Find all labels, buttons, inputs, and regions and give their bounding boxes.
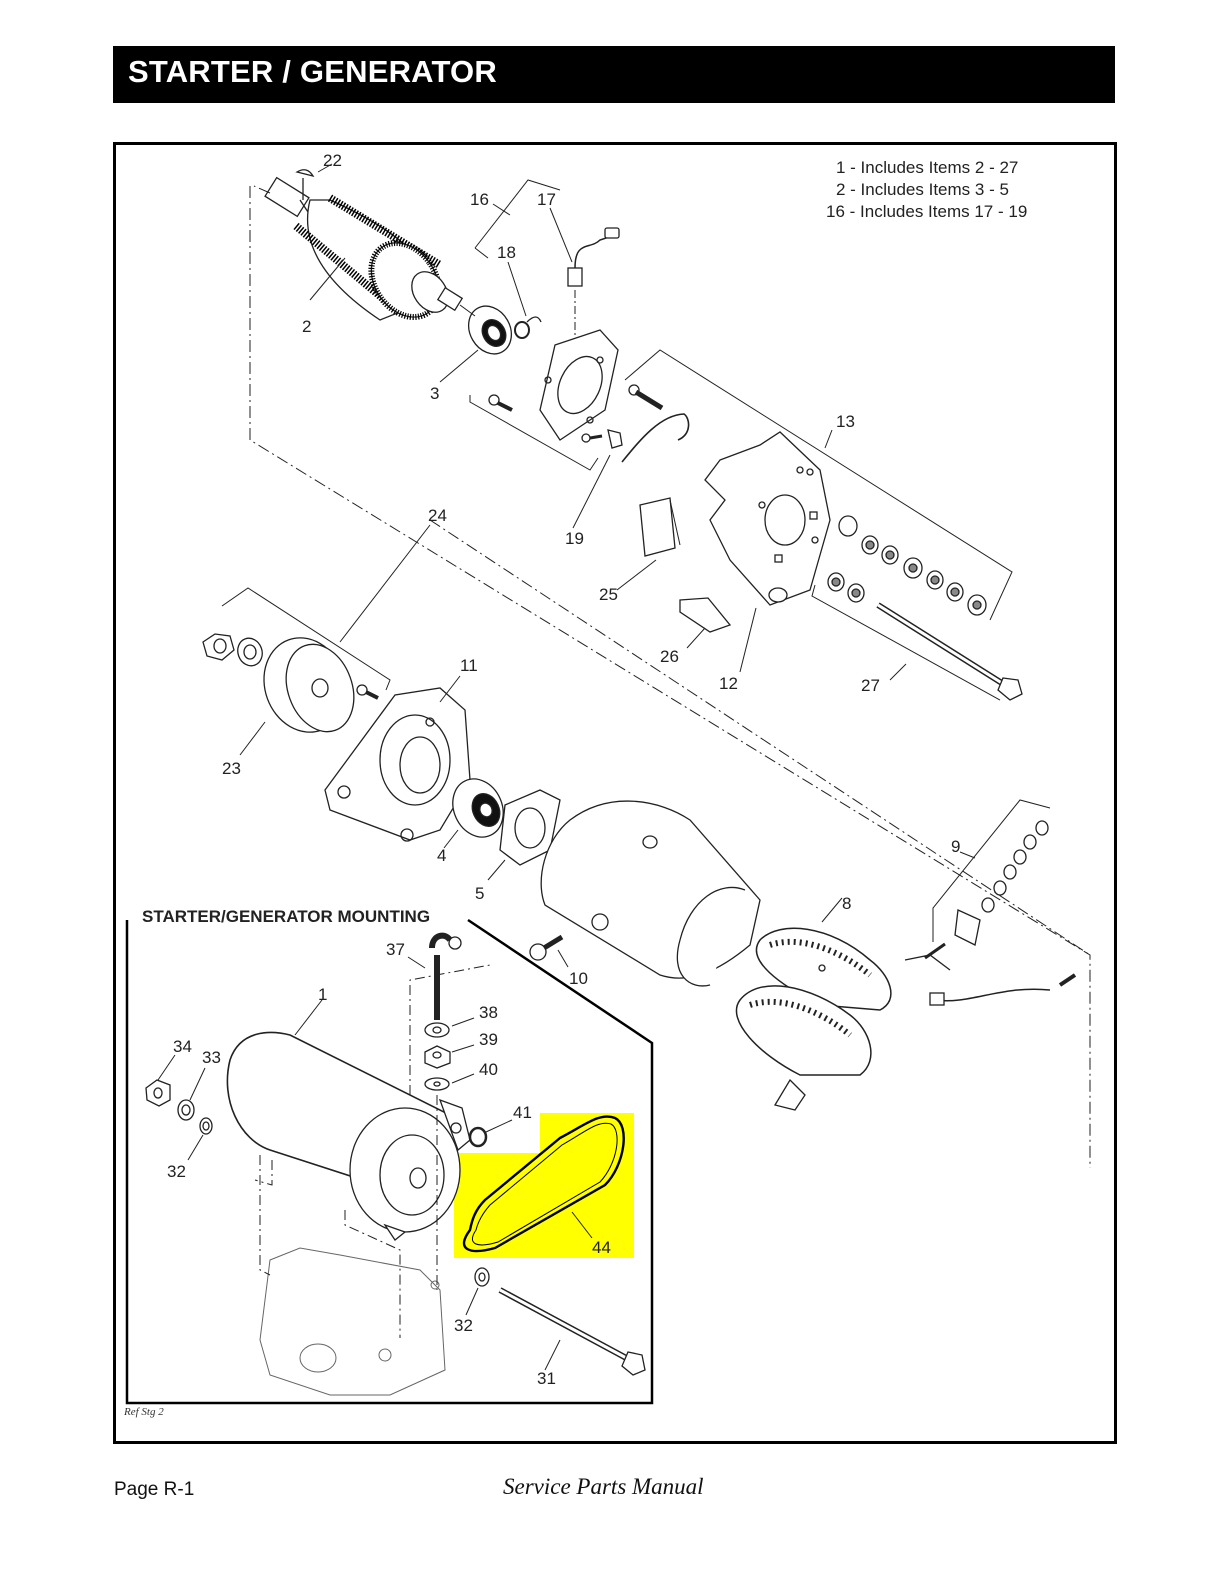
- callout-19: 19: [565, 529, 584, 548]
- inset-frame: [125, 918, 654, 1405]
- frame-housing: [540, 800, 761, 987]
- washer-part-38: [424, 1022, 450, 1038]
- section-title-bar: STARTER / GENERATOR: [113, 46, 1115, 103]
- bolt-part-31: [498, 1287, 646, 1376]
- washer-part-32b: [474, 1267, 490, 1287]
- manual-title: Service Parts Manual: [503, 1474, 704, 1499]
- callout-34: 34: [173, 1037, 192, 1056]
- brush-part-25: [616, 497, 681, 591]
- mounting-bracket: [259, 1247, 446, 1396]
- brush-part-26: [679, 597, 732, 649]
- pulley-part-23: [202, 587, 391, 756]
- callout-26: 26: [660, 647, 679, 666]
- callout-13: 13: [836, 412, 855, 431]
- callout-4: 4: [437, 846, 447, 865]
- callout-18: 18: [497, 243, 516, 262]
- brush-holder-plate: [539, 329, 619, 441]
- callout-8: 8: [842, 894, 852, 913]
- inset-title: STARTER/GENERATOR MOUNTING: [139, 907, 434, 927]
- note-item: 16 - Includes Items 17 - 19: [826, 202, 1028, 221]
- screw-part-10: [529, 934, 569, 968]
- bracket-9: [932, 799, 1051, 942]
- belt-part-44: [463, 1115, 625, 1253]
- terminal-stud: [628, 384, 664, 411]
- diagram-frame: [113, 142, 1117, 1444]
- assembly-notes: 1 - Includes Items 2 - 27 2 - Includes I…: [826, 157, 1027, 223]
- bearing-part-4: [443, 778, 504, 849]
- callout-40: 40: [479, 1060, 498, 1079]
- field-coil-part-8: [735, 897, 1077, 1111]
- callout-22: 22: [323, 151, 342, 170]
- callout-2: 2: [302, 317, 312, 336]
- callout-25: 25: [599, 585, 618, 604]
- bolt-part-24b: [356, 684, 379, 700]
- bracket-16: [474, 179, 561, 249]
- washer-part-33: [177, 1099, 195, 1121]
- callout-39: 39: [479, 1030, 498, 1049]
- brush-spring-part-18: [507, 261, 542, 339]
- callout-12: 12: [719, 674, 738, 693]
- inset-dashed-lines: [254, 964, 491, 1338]
- callout-5: 5: [475, 884, 485, 903]
- wire-part-19: [621, 413, 690, 463]
- washer-stack-13: [827, 515, 987, 616]
- bearing-part-3: [439, 304, 513, 383]
- highlight-item-44-lower: [454, 1153, 634, 1258]
- callout-44: 44: [592, 1238, 611, 1257]
- callout-41: 41: [513, 1103, 532, 1122]
- callout-31: 31: [537, 1369, 556, 1388]
- note-item: 1 - Includes Items 2 - 27: [836, 158, 1019, 177]
- screw-hardware-24: [469, 394, 623, 471]
- callout-17: 17: [537, 190, 556, 209]
- callout-16: 16: [470, 190, 489, 209]
- end-cap-part-12: [704, 431, 831, 673]
- lock-washer-part-41: [468, 1119, 513, 1148]
- callout-23: 23: [222, 759, 241, 778]
- washer-part-40: [424, 1077, 450, 1091]
- reference-code: Ref Stg 2: [124, 1406, 164, 1418]
- brush-part-17: [549, 207, 620, 340]
- armature-part-2: [264, 163, 464, 321]
- callout-37: 37: [386, 940, 405, 959]
- starter-generator-part-1: [226, 999, 471, 1241]
- assembly-dashed-outline: [249, 185, 1091, 1168]
- callout-3: 3: [430, 384, 440, 403]
- page-number: Page R-1: [114, 1479, 195, 1500]
- nut-part-39: [424, 1045, 451, 1069]
- callout-1: 1: [318, 985, 328, 1004]
- bracket-13: [624, 349, 1013, 621]
- callout-38: 38: [479, 1003, 498, 1022]
- callout-32-washer: 32: [167, 1162, 186, 1181]
- callout-33: 33: [202, 1048, 221, 1067]
- bolt-part-37: [407, 932, 462, 1020]
- housing-part-11: [324, 675, 471, 842]
- callout-10: 10: [569, 969, 588, 988]
- callout-32-bolt-washer: 32: [454, 1316, 473, 1335]
- callout-27: 27: [861, 676, 880, 695]
- callout-11: 11: [460, 656, 478, 675]
- callout-9: 9: [951, 837, 961, 856]
- through-bolt-part-27: [811, 584, 1023, 701]
- plate-part-5: [487, 789, 561, 881]
- terminal-hardware-part-9: [924, 820, 1049, 960]
- callout-24: 24: [428, 506, 447, 525]
- nut-part-34: [145, 1079, 171, 1107]
- section-title: STARTER / GENERATOR: [128, 54, 497, 89]
- washer-part-32a: [199, 1117, 213, 1135]
- note-item: 2 - Includes Items 3 - 5: [836, 180, 1009, 199]
